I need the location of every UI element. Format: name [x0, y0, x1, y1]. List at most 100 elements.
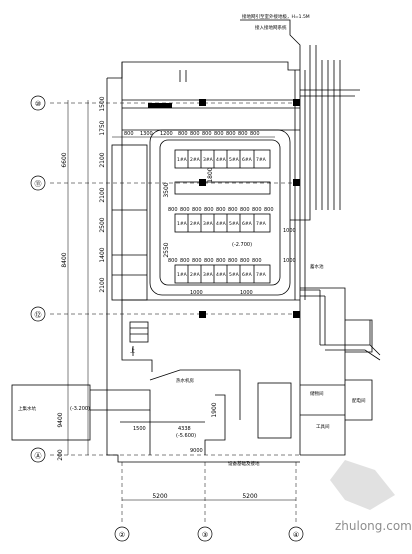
svg-text:4#A: 4#A: [216, 221, 227, 227]
tank-row-1: [174, 149, 271, 169]
svg-text:800: 800: [178, 131, 188, 137]
dim-bottom-left: 5200: [152, 493, 167, 500]
svg-text:800: 800: [180, 258, 190, 264]
pipe-bundle-right: [290, 45, 381, 361]
axis-label-12: ⑫: [35, 311, 42, 319]
svg-text:5#A: 5#A: [229, 157, 240, 163]
ramp-channel: [90, 389, 151, 411]
svg-text:5#A: 5#A: [229, 272, 240, 278]
axis-label-3: ③: [202, 531, 208, 539]
svg-text:800: 800: [124, 131, 134, 137]
svg-text:7#A: 7#A: [256, 221, 267, 227]
axis-label-11: ⑪: [35, 180, 42, 188]
svg-text:1000: 1000: [240, 290, 253, 296]
svg-text:6#A: 6#A: [242, 157, 253, 163]
hot-water-room: [149, 369, 241, 420]
watermark-text: zhulong.com: [335, 519, 412, 533]
stair-label: 上: [130, 347, 135, 354]
dim-mid-labels: 800 800 800 800 800 800 800 800 800: [168, 207, 274, 213]
svg-text:800: 800: [240, 258, 250, 264]
svg-text:9000: 9000: [190, 448, 203, 454]
svg-text:800: 800: [252, 207, 262, 213]
svg-text:2100: 2100: [99, 187, 106, 202]
svg-text:9400: 9400: [57, 412, 64, 427]
svg-text:800: 800: [168, 258, 178, 264]
svg-text:5#A: 5#A: [229, 221, 240, 227]
svg-text:800: 800: [250, 131, 260, 137]
svg-text:2550: 2550: [163, 242, 170, 257]
svg-text:800: 800: [216, 207, 226, 213]
ramp-label: 上集水坑: [18, 405, 36, 412]
svg-text:1750: 1750: [99, 120, 106, 135]
tank-row-4: [174, 264, 271, 284]
svg-text:800: 800: [204, 207, 214, 213]
svg-text:4338: 4338: [178, 426, 191, 432]
svg-text:1#A: 1#A: [177, 157, 188, 163]
bottom-label: 设备基础及接地: [228, 460, 260, 467]
stair-icon: [129, 321, 149, 356]
svg-text:4#A: 4#A: [216, 272, 227, 278]
svg-text:3#A: 3#A: [203, 221, 214, 227]
svg-text:1500: 1500: [99, 96, 106, 111]
svg-text:800: 800: [238, 131, 248, 137]
svg-text:3#A: 3#A: [203, 157, 214, 163]
axis-label-a: Ⓐ: [35, 452, 42, 460]
svg-text:1200: 1200: [160, 131, 173, 137]
svg-text:800: 800: [240, 207, 250, 213]
svg-text:800: 800: [204, 258, 214, 264]
svg-text:1000: 1000: [190, 290, 203, 296]
svg-text:2500: 2500: [99, 217, 106, 232]
outline-top: [107, 61, 300, 79]
axis-label-2: ②: [119, 531, 125, 539]
dim-top-labels: 800 1300 1200 800 800 800 800 800 800 80…: [124, 131, 260, 137]
svg-text:3#A: 3#A: [203, 272, 214, 278]
note-line-1: 接地网引至室外接地极，H=1.5M: [242, 13, 310, 20]
svg-text:1400: 1400: [99, 247, 106, 262]
svg-text:1#A: 1#A: [177, 221, 188, 227]
svg-text:6#A: 6#A: [242, 272, 253, 278]
svg-text:1900: 1900: [211, 402, 218, 417]
outline-left-bottom: [106, 78, 300, 463]
level-bottom: (-5.600): [176, 433, 196, 439]
svg-text:7#A: 7#A: [256, 157, 267, 163]
svg-text:1300: 1300: [140, 131, 153, 137]
svg-text:1500: 1500: [133, 426, 146, 432]
dim-left-labels: 6600 8400 1500 1750 2100 2100 2500 1400 …: [57, 96, 218, 461]
svg-text:2100: 2100: [99, 277, 106, 292]
level-ramp: (-3.200): [70, 406, 90, 412]
room-pump: 蓄水池: [310, 263, 324, 270]
svg-text:800: 800: [180, 207, 190, 213]
stair-wall: [121, 300, 153, 372]
svg-text:2#A: 2#A: [190, 221, 201, 227]
dim-low-labels: 800 800 800 800 800 800 800 800: [168, 258, 262, 264]
svg-text:3500: 3500: [163, 182, 170, 197]
svg-text:1#A: 1#A: [177, 272, 188, 278]
svg-text:1000: 1000: [283, 258, 296, 264]
svg-text:800: 800: [216, 258, 226, 264]
svg-text:1800: 1800: [207, 167, 214, 182]
tank-row-2: [174, 181, 271, 195]
svg-text:2100: 2100: [99, 152, 106, 167]
tank-row-3: [174, 213, 271, 233]
level-tank-room: (-2.700): [232, 242, 252, 248]
svg-text:800: 800: [192, 207, 202, 213]
svg-text:6600: 6600: [61, 152, 68, 167]
right-annex-room: [345, 319, 373, 353]
room-equip: 配电间: [352, 397, 366, 404]
room-hot-water: 热水机房: [176, 377, 194, 384]
outline-left-inner: [121, 62, 205, 301]
note-line-2: 接入接地网系统: [255, 24, 287, 31]
svg-text:8400: 8400: [61, 252, 68, 267]
svg-text:800: 800: [192, 258, 202, 264]
svg-text:6#A: 6#A: [242, 221, 253, 227]
right-annex: [300, 287, 346, 456]
svg-text:800: 800: [264, 207, 274, 213]
watermark-logo: [330, 460, 395, 510]
dim-bottom-right: 5200: [242, 493, 257, 500]
top-duct: [122, 89, 360, 131]
svg-text:800: 800: [168, 207, 178, 213]
note-leader: [240, 19, 301, 70]
svg-text:800: 800: [252, 258, 262, 264]
